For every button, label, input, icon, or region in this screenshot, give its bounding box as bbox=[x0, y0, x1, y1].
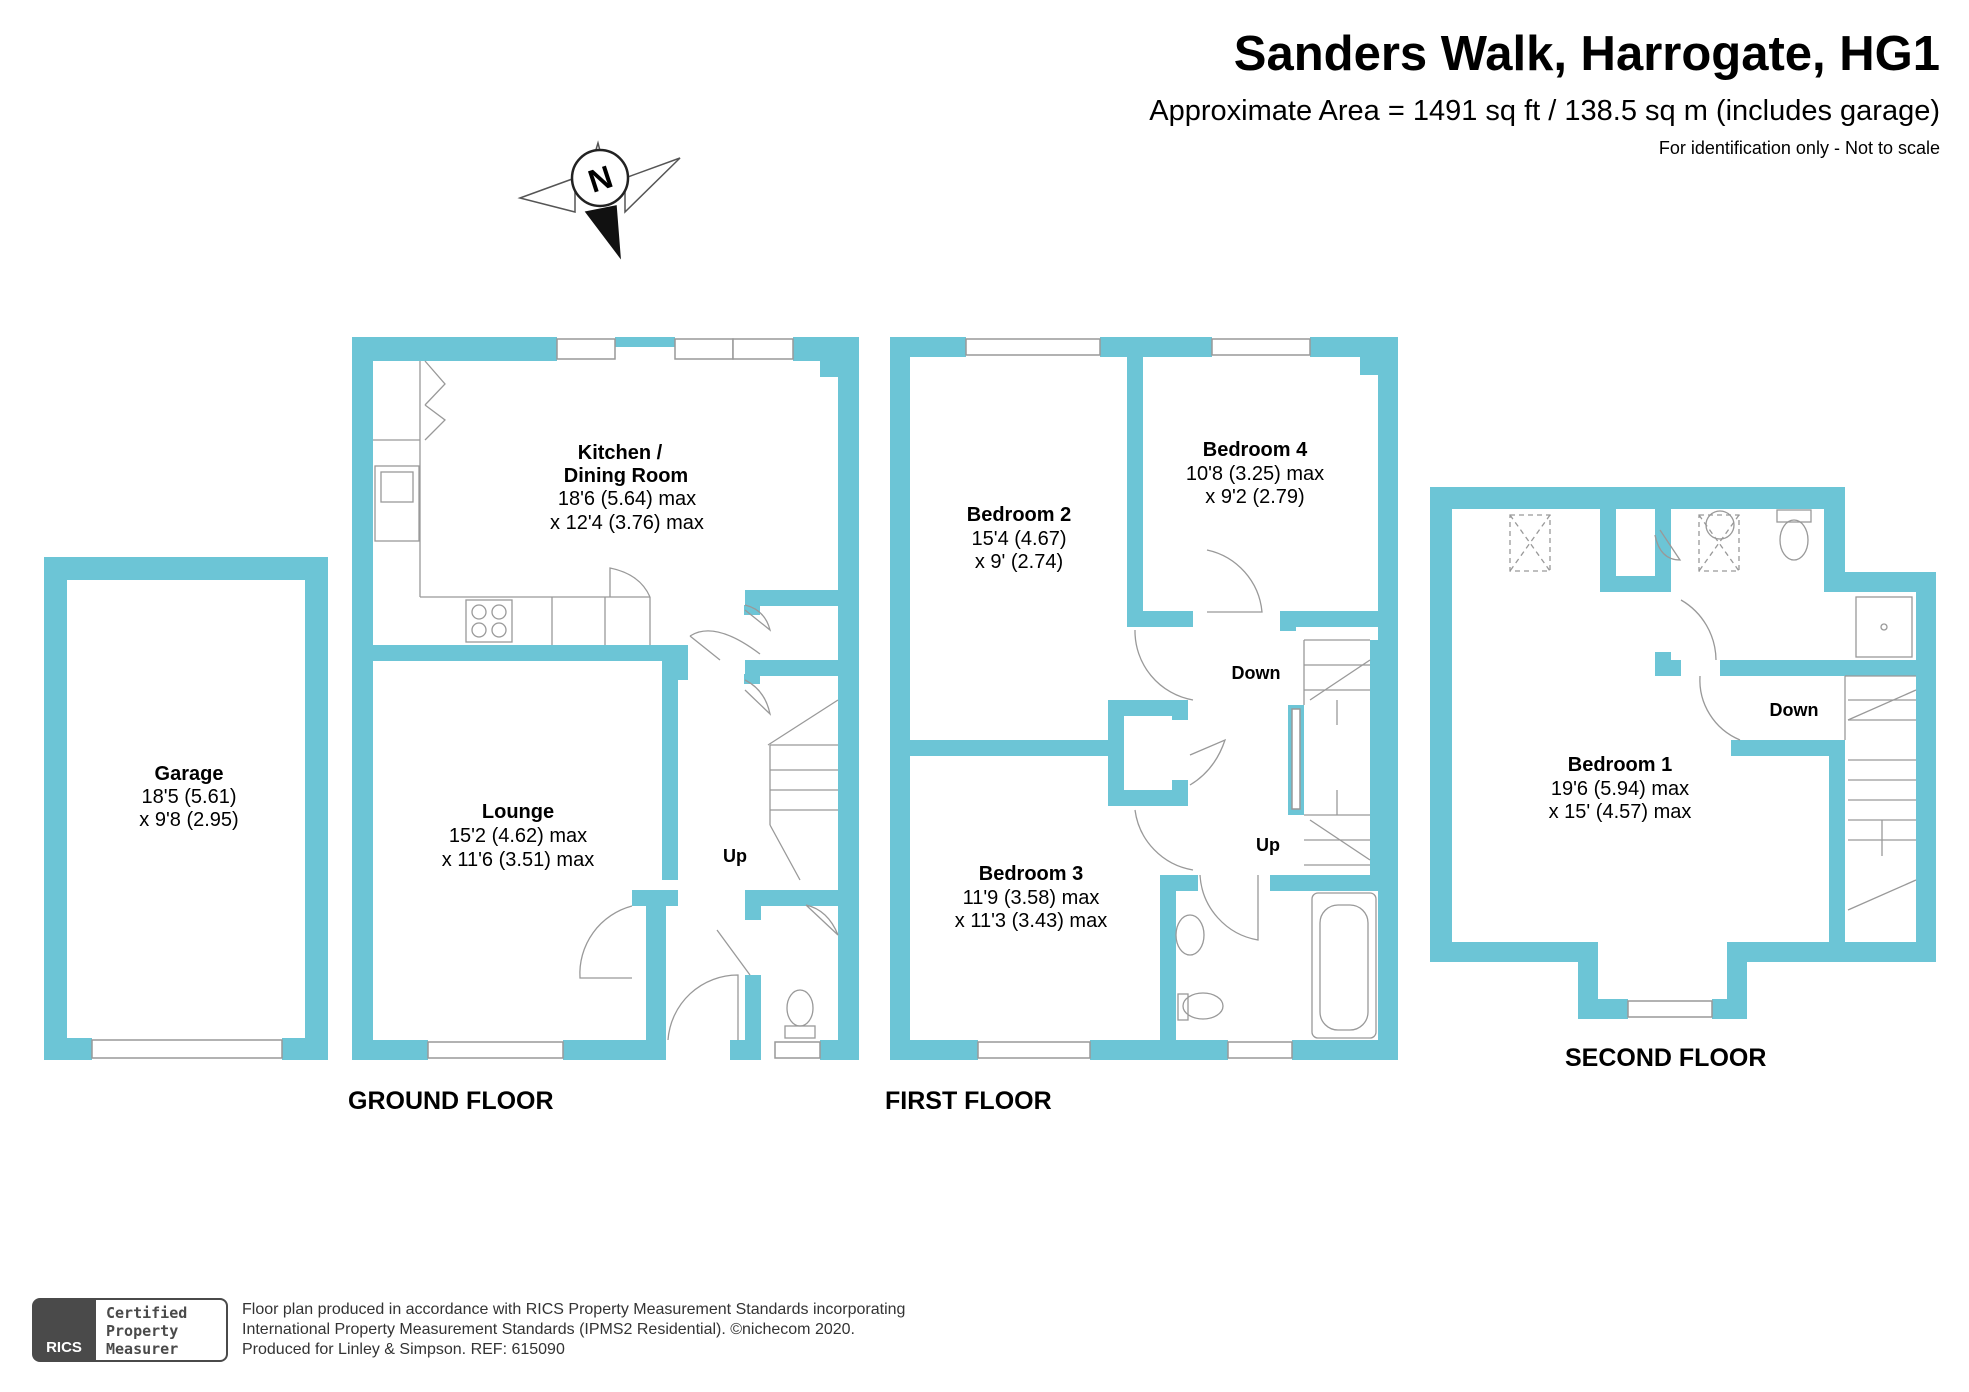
second-floor-windows bbox=[1627, 1000, 1713, 1018]
first-floor-windows bbox=[965, 338, 1311, 1059]
bedroom1-label: Bedroom 1 19'6 (5.94) max x 15' (4.57) m… bbox=[1549, 754, 1692, 823]
first-floor-fixtures bbox=[1134, 549, 1377, 1039]
bedroom2-label: Bedroom 2 15'4 (4.67) x 9' (2.74) bbox=[967, 504, 1071, 573]
rics-logo-text: RICS bbox=[46, 1339, 82, 1356]
lounge-name: Lounge bbox=[482, 801, 554, 823]
bedroom2-dim2: x 9' (2.74) bbox=[975, 551, 1063, 573]
first-stairs-down-label: Down bbox=[1232, 663, 1281, 683]
kitchen-label: Kitchen / Dining Room 18'6 (5.64) max x … bbox=[550, 442, 704, 534]
bedroom1-dim1: 19'6 (5.94) max bbox=[1551, 778, 1689, 800]
plan-title: Sanders Walk, Harrogate, HG1 bbox=[1233, 27, 1940, 81]
bedroom3-dim2: x 11'3 (3.43) max bbox=[955, 910, 1107, 932]
kitchen-name1: Kitchen / bbox=[578, 442, 663, 464]
second-floor-walls bbox=[1430, 487, 1936, 1019]
first-floor-walls bbox=[890, 337, 1398, 1060]
footer-line-1: Floor plan produced in accordance with R… bbox=[242, 1301, 906, 1318]
lounge-dim1: 15'2 (4.62) max bbox=[449, 825, 587, 847]
garage-door bbox=[91, 1039, 283, 1059]
ground-floor-fixtures bbox=[373, 360, 839, 1041]
lounge-dim2: x 11'6 (3.51) max bbox=[442, 849, 594, 871]
bedroom4-dim2: x 9'2 (2.79) bbox=[1205, 486, 1304, 508]
bedroom4-dim1: 10'8 (3.25) max bbox=[1186, 463, 1324, 485]
badge-line-1: Certified bbox=[106, 1304, 188, 1322]
garage-name: Garage bbox=[155, 763, 224, 785]
footer-line-3: Produced for Linley & Simpson. REF: 6150… bbox=[242, 1341, 565, 1358]
bedroom3-label: Bedroom 3 11'9 (3.58) max x 11'3 (3.43) … bbox=[955, 863, 1107, 932]
kitchen-dim1: 18'6 (5.64) max bbox=[558, 488, 696, 510]
badge-line-2: Property bbox=[106, 1322, 179, 1340]
garage-label: Garage 18'5 (5.61) x 9'8 (2.95) bbox=[139, 763, 238, 831]
bedroom1-dim2: x 15' (4.57) max bbox=[1549, 801, 1692, 823]
first-floor-label: FIRST FLOOR bbox=[885, 1087, 1052, 1115]
bedroom3-dim1: 11'9 (3.58) max bbox=[963, 887, 1100, 909]
footer-disclaimer: Floor plan produced in accordance with R… bbox=[242, 1300, 905, 1360]
bedroom2-name: Bedroom 2 bbox=[967, 504, 1071, 526]
bedroom4-name: Bedroom 4 bbox=[1203, 439, 1308, 461]
bedroom3-name: Bedroom 3 bbox=[979, 863, 1083, 885]
ground-floor-walls bbox=[352, 337, 859, 1060]
kitchen-name2: Dining Room bbox=[564, 465, 688, 487]
garage-walls bbox=[44, 557, 328, 1060]
ground-stairs-up-label: Up bbox=[723, 846, 747, 866]
second-floor-label: SECOND FLOOR bbox=[1565, 1044, 1766, 1072]
certified-measurer-text: Certified Property Measurer bbox=[96, 1298, 228, 1362]
bedroom2-dim1: 15'4 (4.67) bbox=[972, 528, 1067, 550]
compass-icon: N bbox=[517, 140, 681, 260]
approximate-area: Approximate Area = 1491 sq ft / 138.5 sq… bbox=[1149, 95, 1940, 127]
second-floor-fixtures bbox=[1509, 509, 1917, 911]
ground-floor-windows bbox=[427, 338, 821, 1059]
garage-dim2: x 9'8 (2.95) bbox=[139, 809, 238, 831]
badge-line-3: Measurer bbox=[106, 1340, 179, 1358]
rics-certified-badge: RICS Certified Property Measurer bbox=[32, 1298, 228, 1362]
garage-dim1: 18'5 (5.61) bbox=[142, 786, 237, 808]
ground-floor-label: GROUND FLOOR bbox=[348, 1087, 554, 1115]
footer-line-2: International Property Measurement Stand… bbox=[242, 1321, 855, 1338]
lounge-label: Lounge 15'2 (4.62) max x 11'6 (3.51) max bbox=[442, 801, 594, 871]
bedroom4-label: Bedroom 4 10'8 (3.25) max x 9'2 (2.79) bbox=[1186, 439, 1324, 508]
identification-note: For identification only - Not to scale bbox=[1658, 138, 1940, 158]
second-stairs-down-label: Down bbox=[1770, 700, 1819, 720]
rics-logo: RICS bbox=[32, 1298, 96, 1362]
first-stairs-up-label: Up bbox=[1256, 835, 1280, 855]
bedroom1-name: Bedroom 1 bbox=[1568, 754, 1672, 776]
kitchen-dim2: x 12'4 (3.76) max bbox=[550, 512, 704, 534]
